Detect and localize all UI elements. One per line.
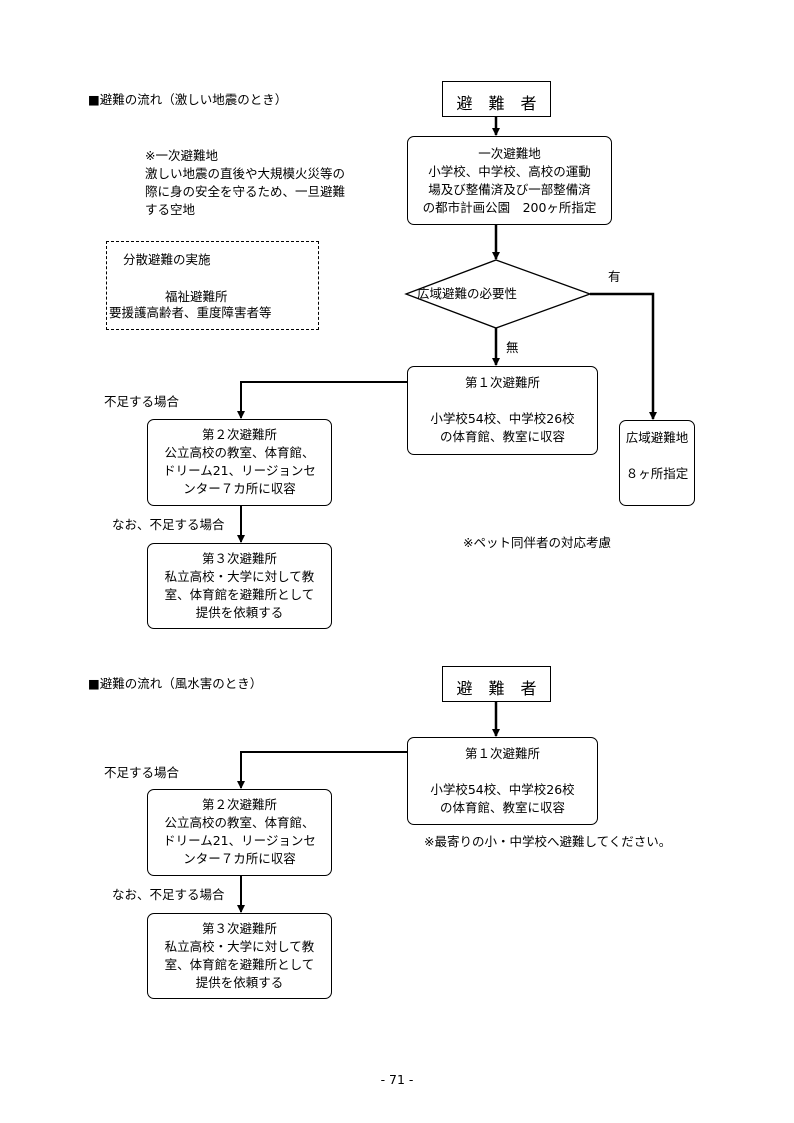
shelter1-line-2: 小学校54校、中学校26校 [430, 782, 575, 797]
evacuee-label: 避 難 者 [456, 94, 537, 113]
shelter2-title: 第２次避難所 [201, 427, 277, 442]
wide-area-title: 広域避難地 [625, 430, 689, 445]
shelter2-line: ドリーム21、リージョンセ [163, 463, 316, 478]
shelter2-box: 第２次避難所 公立高校の教室、体育館、 ドリーム21、リージョンセ ンター７カ所… [147, 419, 332, 506]
shelter2-line-2: ドリーム21、リージョンセ [163, 833, 316, 848]
section2-heading: ■避難の流れ（風水害のとき） [88, 676, 263, 691]
wide-area-count: ８ヶ所指定 [625, 466, 689, 481]
nearest-school-note: ※最寄りの小・中学校へ避難してください。 [424, 834, 672, 849]
shelter3-line: 提供を依頼する [195, 605, 284, 620]
shelter2-line: ンター７カ所に収容 [183, 481, 296, 496]
welfare-target-label: 要援護高齢者、重度障害者等 [109, 305, 272, 320]
shortage-label: 不足する場合 [104, 394, 180, 409]
wide-area-evacuation-site-box: 広域避難地 ８ヶ所指定 [619, 420, 695, 506]
shelter2-line-2: ンター７カ所に収容 [183, 851, 296, 866]
pet-note: ※ペット同伴者の対応考慮 [463, 535, 611, 550]
shelter2-line: 公立高校の教室、体育館、 [164, 445, 315, 460]
primary-evacuation-site-box: 一次避難地 小学校、中学校、高校の運動 場及び整備済及び一部整備済 の都市計画公… [407, 136, 612, 225]
shortage-label-2: 不足する場合 [104, 765, 180, 780]
shelter3-box: 第３次避難所 私立高校・大学に対して教 室、体育館を避難所として 提供を依頼する [147, 543, 332, 629]
no-label: 無 [506, 340, 519, 355]
shelter1-title: 第１次避難所 [464, 375, 540, 390]
arrow-shelter1-to-shelter2 [237, 381, 407, 419]
yes-label: 有 [608, 269, 621, 284]
shelter3-line-2: 私立高校・大学に対して教 [164, 939, 315, 954]
note-line: する空地 [145, 202, 196, 217]
shelter1-box: 第１次避難所 小学校54校、中学校26校 の体育館、教室に収容 [407, 366, 598, 455]
shelter3-line-2: 提供を依頼する [195, 975, 284, 990]
shelter2-box-2: 第２次避難所 公立高校の教室、体育館、 ドリーム21、リージョンセ ンター７カ所… [147, 789, 332, 876]
further-shortage-label: なお、不足する場合 [112, 517, 225, 532]
evacuee-box: 避 難 者 [442, 81, 551, 117]
note-line: 際に身の安全を守るため、一旦避難 [145, 184, 346, 199]
page-number: - 71 - [380, 1072, 414, 1087]
section1-heading: ■避難の流れ（激しい地震のとき） [88, 92, 288, 107]
shelter3-line: 私立高校・大学に対して教 [164, 569, 315, 584]
evacuee-box-2: 避 難 者 [442, 666, 551, 702]
shelter3-line: 室、体育館を避難所として [164, 587, 315, 602]
shelter2-line-2: 公立高校の教室、体育館、 [164, 815, 315, 830]
welfare-shelter-label: 福祉避難所 [165, 289, 228, 304]
shelter2-title-2: 第２次避難所 [201, 797, 277, 812]
further-shortage-label-2: なお、不足する場合 [112, 887, 225, 902]
primary-site-line: 小学校、中学校、高校の運動 [428, 164, 591, 179]
shelter1-line: 小学校54校、中学校26校 [430, 411, 575, 426]
evacuee-label-2: 避 難 者 [456, 679, 537, 698]
dispersed-evacuation-box: 分散避難の実施 福祉避難所 要援護高齢者、重度障害者等 [106, 241, 319, 330]
primary-site-line: 場及び整備済及び一部整備済 [428, 182, 591, 197]
arrow2-shelter1-to-shelter2 [237, 751, 407, 789]
shelter3-title: 第３次避難所 [201, 551, 277, 566]
shelter3-title-2: 第３次避難所 [201, 921, 277, 936]
decision-label: 広域避難の必要性 [417, 286, 518, 301]
note-title: ※一次避難地 [145, 148, 218, 163]
primary-site-note: ※一次避難地 激しい地震の直後や大規模火災等の 際に身の安全を守るため、一旦避難… [145, 147, 345, 219]
note-line: 激しい地震の直後や大規模火災等の [145, 166, 346, 181]
shelter1-line: の体育館、教室に収容 [439, 429, 565, 444]
shelter1-line-2: の体育館、教室に収容 [439, 800, 565, 815]
arrow-decision-to-wide-area [590, 292, 657, 420]
shelter3-box-2: 第３次避難所 私立高校・大学に対して教 室、体育館を避難所として 提供を依頼する [147, 913, 332, 999]
dispersed-title: 分散避難の実施 [123, 252, 211, 267]
primary-site-line: の都市計画公園 200ヶ所指定 [422, 200, 597, 215]
primary-site-title: 一次避難地 [478, 146, 541, 161]
shelter1-box-2: 第１次避難所 小学校54校、中学校26校 の体育館、教室に収容 [407, 737, 598, 825]
shelter1-title-2: 第１次避難所 [464, 746, 540, 761]
shelter3-line-2: 室、体育館を避難所として [164, 957, 315, 972]
